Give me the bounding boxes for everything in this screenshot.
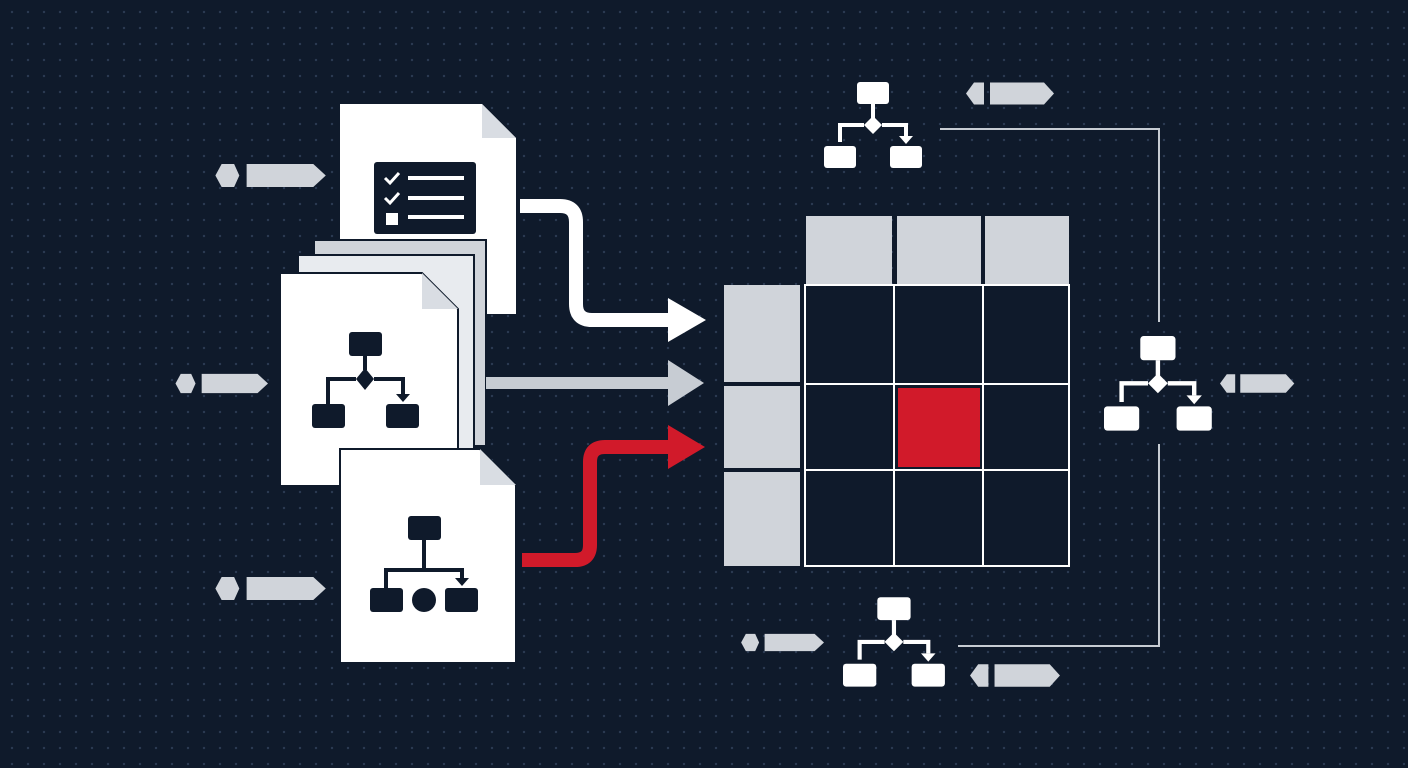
tag-icon (966, 82, 1054, 105)
matrix-column-header (806, 216, 892, 285)
flowchart-icon (1104, 336, 1212, 431)
connector-line (940, 128, 1160, 322)
arrow-icon (668, 425, 705, 469)
matrix-highlight-cell (898, 388, 980, 467)
tag-icon (741, 633, 824, 652)
tag-icon (215, 577, 326, 600)
flowchart-icon (843, 597, 945, 686)
tag-icon (175, 373, 268, 394)
matrix-row-header (724, 472, 800, 566)
connector-line (958, 444, 1160, 647)
matrix-row-header (724, 285, 800, 382)
matrix-grid (724, 216, 1070, 567)
flowchart-document-icon (279, 239, 487, 487)
arrow-icon (486, 377, 670, 389)
tag-icon (1220, 374, 1295, 393)
tag-icon (970, 664, 1060, 687)
arrow-icon (522, 440, 670, 567)
arrow-icon (668, 298, 706, 342)
flowchart-icon (824, 82, 924, 170)
matrix-column-header (897, 216, 981, 285)
tag-icon (215, 164, 326, 187)
arrow-icon (668, 360, 704, 406)
arrow-icon (520, 199, 670, 327)
matrix-row-header (724, 386, 800, 468)
hierarchy-document-icon (339, 448, 517, 664)
matrix-column-header (985, 216, 1069, 285)
